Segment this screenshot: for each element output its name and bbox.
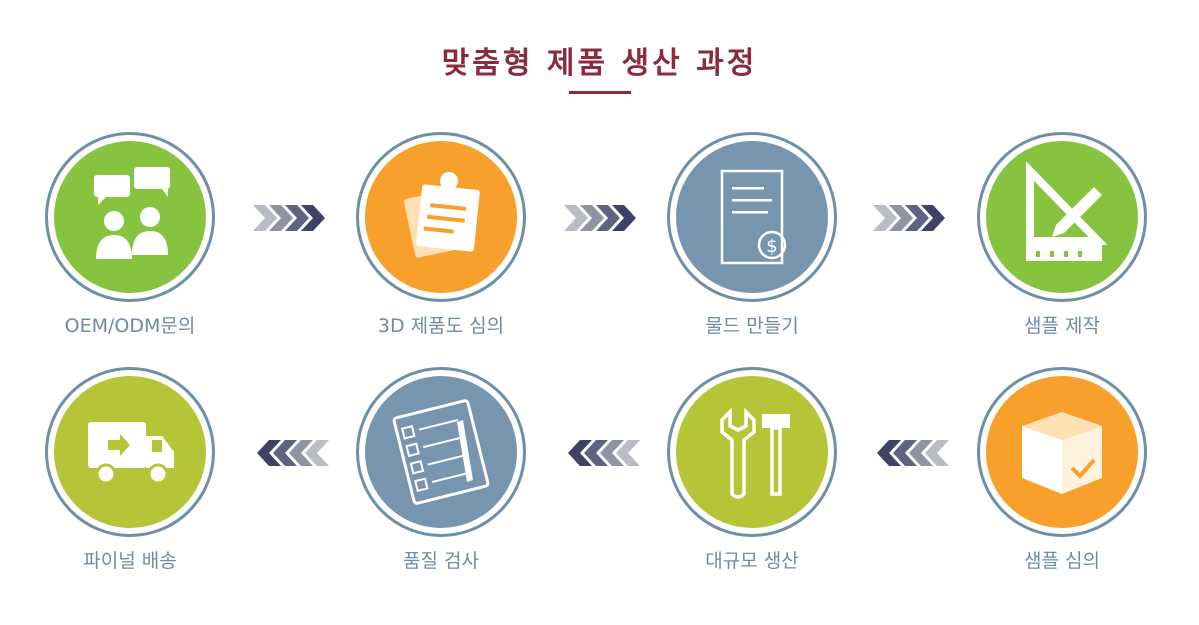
step-disc	[54, 376, 206, 528]
step-label: 물드 만들기	[705, 315, 799, 337]
step-label: 파이널 배송	[83, 550, 177, 572]
delivery-truck-icon	[88, 422, 174, 485]
arrows-right-2	[564, 205, 640, 231]
step-label: OEM/ODM문의	[64, 315, 196, 337]
step-disc: $	[676, 141, 828, 293]
chat-people-icon	[94, 167, 170, 259]
arrows-left-2	[564, 440, 640, 466]
arrows-left-1	[873, 440, 949, 466]
step-label: 샘플 심의	[1024, 550, 1100, 572]
step-disc	[986, 376, 1138, 528]
step-ring	[356, 132, 526, 302]
step-disc	[365, 141, 517, 293]
step-ring	[45, 132, 215, 302]
arrows-left-3	[253, 440, 329, 466]
step-ring	[977, 132, 1147, 302]
step-ring	[667, 367, 837, 537]
pinned-notes-icon	[403, 172, 480, 258]
arrows-right-1	[253, 205, 329, 231]
step-ring	[356, 367, 526, 537]
step-label: 대규모 생산	[705, 550, 799, 572]
svg-text:$: $	[766, 236, 777, 257]
step-label: 샘플 제작	[1024, 315, 1100, 337]
step-ring	[977, 367, 1147, 537]
step-label: 3D 제품도 심의	[377, 315, 505, 337]
step-ring	[45, 367, 215, 537]
arrows-right-3	[873, 205, 949, 231]
box-check-icon	[1022, 412, 1102, 494]
checklist-icon	[392, 399, 490, 505]
step-label: 품질 검사	[403, 550, 479, 572]
step-disc	[986, 141, 1138, 293]
ruler-pencil-icon	[1026, 161, 1108, 261]
title-underline	[569, 91, 631, 94]
step-disc	[676, 376, 828, 528]
step-disc	[54, 141, 206, 293]
invoice-dollar-icon: $	[720, 169, 787, 265]
page-title: 맞춤형 제품 생산 과정	[441, 46, 758, 81]
step-disc	[365, 376, 517, 528]
wrench-hammer-icon	[720, 407, 790, 499]
step-ring: $	[667, 132, 837, 302]
